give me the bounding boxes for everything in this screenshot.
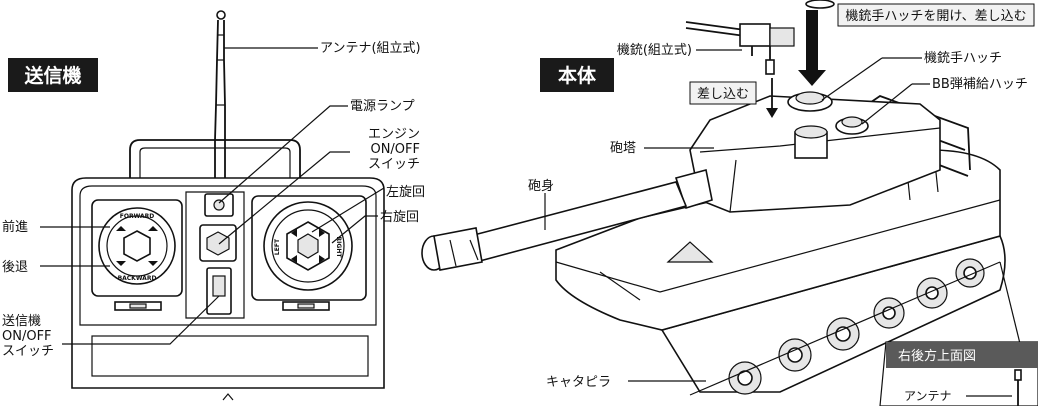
tank-diagram: 本体	[421, 0, 1038, 406]
barrel-label: 砲身	[528, 178, 554, 194]
hatch-instruction-box: 機銃手ハッチを開け、差し込む	[837, 3, 1035, 27]
backward-pad-label: BACKWARD	[118, 275, 157, 282]
turn-pad[interactable]: LEFT RIGHT	[251, 195, 367, 311]
arrow-down-icon	[798, 10, 826, 86]
left-pad-label: LEFT	[274, 238, 281, 255]
tank-barrel	[421, 181, 688, 271]
rear-view-inset-title: 右後方上面図	[898, 348, 976, 364]
gunner-hatch	[787, 91, 833, 112]
commander-cupola	[794, 125, 828, 159]
turn-right-label: 右旋回	[380, 210, 419, 225]
machine-gun	[685, 21, 795, 75]
transmitter-diagram: 送信機	[2, 10, 425, 401]
power-lamp-icon	[204, 193, 234, 217]
transmitter-title: 送信機	[24, 64, 81, 87]
inset-antenna-label: アンテナ	[904, 389, 952, 403]
engine-switch-label-line3: スイッチ	[368, 157, 420, 172]
tank-hull	[555, 149, 1001, 331]
engine-switch[interactable]	[199, 224, 237, 262]
gunner-hatch-label: 機銃手ハッチ	[924, 51, 1002, 66]
transmitter-title-tag: 送信機	[8, 58, 98, 92]
antenna-label: アンテナ(組立式)	[320, 41, 421, 56]
forward-pad-label: FORWARD	[120, 213, 154, 220]
track-label: キャタピラ	[546, 375, 611, 390]
tank-title-tag: 本体	[540, 58, 614, 92]
drive-pad[interactable]: FORWARD BACKWARD	[91, 199, 183, 311]
machine-gun-label: 機銃(組立式)	[617, 43, 692, 58]
transmitter-bottom-panel	[91, 335, 369, 377]
transmitter-switch-label-line3: スイッチ	[2, 344, 54, 359]
hatch-instruction-label: 機銃手ハッチを開け、差し込む	[845, 9, 1026, 24]
arrow-right-icon	[319, 255, 325, 263]
transmitter-power-switch[interactable]	[206, 267, 232, 315]
engine-switch-label-line2: ON/OFF	[370, 142, 420, 157]
arrow-down-icon	[766, 108, 778, 118]
arrow-right-icon	[319, 229, 325, 237]
transmitter-handle	[129, 139, 301, 185]
arrow-left-icon	[291, 229, 297, 237]
tank-title: 本体	[558, 64, 597, 87]
rear-view-inset: 右後方上面図 アンテナ	[879, 341, 1038, 406]
backward-label: 後退	[2, 260, 28, 275]
power-lamp-label: 電源ランプ	[350, 99, 415, 114]
turret-label: 砲塔	[610, 141, 636, 156]
bb-hatch	[835, 116, 869, 135]
right-pad-label: RIGHT	[335, 237, 342, 259]
transmitter-switch-label-line1: 送信機	[2, 314, 41, 329]
engine-switch-label-line1: エンジン	[368, 127, 420, 142]
insert-box: 差し込む	[689, 81, 757, 105]
forward-label: 前進	[2, 219, 28, 235]
transmitter-antenna	[214, 10, 226, 185]
arrow-up-icon	[116, 226, 126, 231]
arrow-down-icon	[148, 261, 158, 266]
arrow-left-icon	[291, 255, 297, 263]
insert-label: 差し込む	[697, 87, 749, 102]
bb-hatch-label: BB弾補給ハッチ	[932, 77, 1028, 92]
arrow-up-icon	[148, 226, 158, 231]
turn-left-label: 左旋回	[386, 185, 425, 200]
tank-track	[660, 235, 1006, 396]
arrow-down-icon	[116, 261, 126, 266]
transmitter-switch-label-line2: ON/OFF	[2, 329, 52, 344]
